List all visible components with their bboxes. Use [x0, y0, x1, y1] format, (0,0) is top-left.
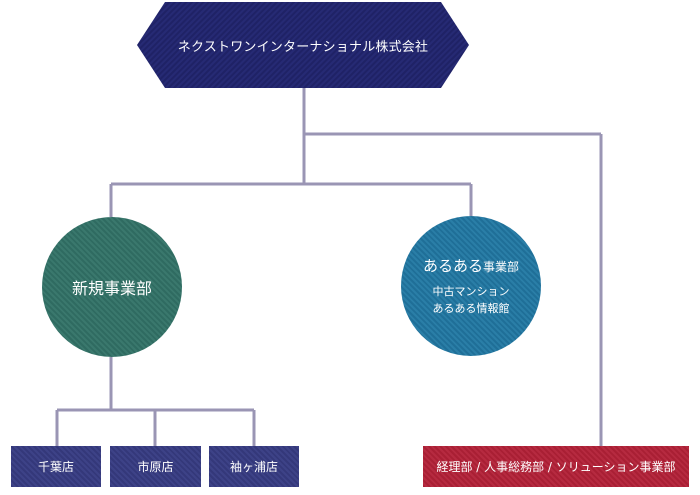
aruaru-main-label: あるある [422, 257, 483, 275]
aruaru-line-1: 中古マンション [432, 285, 510, 298]
aruaru-title: あるある事業部 [423, 255, 519, 276]
admin-departments: 経理部 / 人事総務部 / ソリューション事業部 [423, 446, 689, 487]
company-node-shape [137, 2, 469, 88]
new-business-division: 新規事業部 [42, 217, 182, 357]
aruaru-suffix-label: 事業部 [483, 260, 520, 274]
company-name: ネクストワンインターナショナル株式会社 [177, 39, 429, 55]
aruaru-subtitle: 中古マンション あるある情報館 [433, 283, 510, 317]
store-sodegaura: 袖ヶ浦店 [209, 446, 299, 487]
store-chiba: 千葉店 [11, 446, 101, 487]
aruaru-line-2: あるある情報館 [432, 302, 510, 315]
new-business-label: 新規事業部 [71, 279, 152, 298]
aruaru-division: あるある事業部 中古マンション あるある情報館 [401, 216, 541, 356]
store-ichihara: 市原店 [110, 446, 201, 487]
